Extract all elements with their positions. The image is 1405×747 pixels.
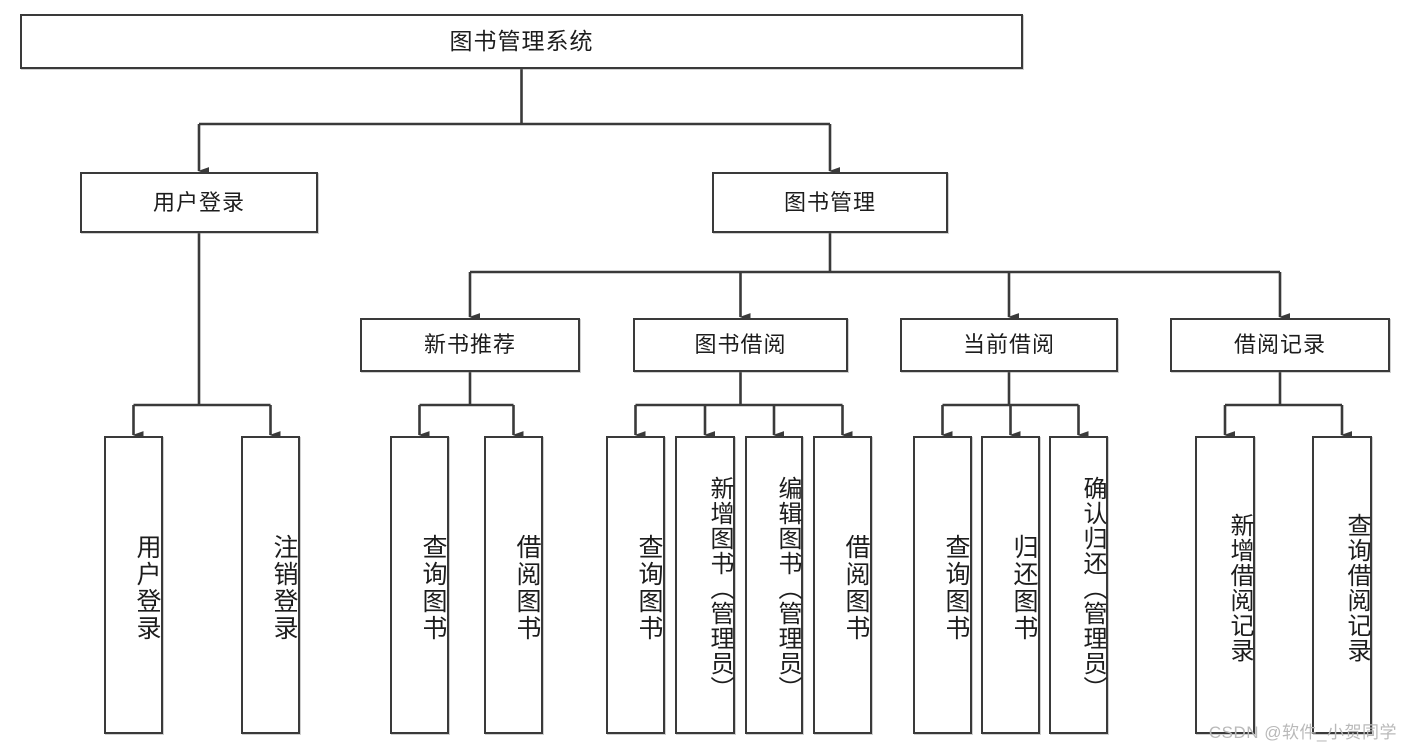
node-l-query2[interactable]: 查询图书 xyxy=(606,436,665,734)
node-label-l-query3: 查询图书 xyxy=(942,534,970,642)
node-records[interactable]: 借阅记录 xyxy=(1170,318,1390,372)
node-l-login[interactable]: 用户登录 xyxy=(104,436,163,734)
node-l-borrow1[interactable]: 借阅图书 xyxy=(484,436,543,734)
node-label-l-confirm: 确认归还（管理员） xyxy=(1079,475,1106,701)
node-label-newbook: 新书推荐 xyxy=(423,332,516,358)
node-l-return[interactable]: 归还图书 xyxy=(981,436,1040,734)
node-label-borrow: 图书借阅 xyxy=(694,332,787,358)
node-login[interactable]: 用户登录 xyxy=(80,172,318,233)
node-label-l-borrow1: 借阅图书 xyxy=(513,534,541,642)
node-label-records: 借阅记录 xyxy=(1233,332,1326,358)
node-newbook[interactable]: 新书推荐 xyxy=(360,318,580,372)
node-l-edit[interactable]: 编辑图书（管理员） xyxy=(745,436,803,734)
node-label-login: 用户登录 xyxy=(152,189,245,215)
node-label-root: 图书管理系统 xyxy=(449,27,594,54)
node-l-confirm[interactable]: 确认归还（管理员） xyxy=(1049,436,1108,734)
node-label-l-logout: 注销登录 xyxy=(270,534,298,642)
node-label-l-addrec: 新增借阅记录 xyxy=(1226,513,1253,663)
node-label-current: 当前借阅 xyxy=(962,332,1055,358)
node-root[interactable]: 图书管理系统 xyxy=(20,14,1023,69)
node-label-bookmgmt: 图书管理 xyxy=(783,189,876,215)
node-label-l-login: 用户登录 xyxy=(133,534,161,642)
node-l-query1[interactable]: 查询图书 xyxy=(390,436,449,734)
node-l-add[interactable]: 新增图书（管理员） xyxy=(675,436,735,734)
node-l-query3[interactable]: 查询图书 xyxy=(913,436,972,734)
node-label-l-borrow2: 借阅图书 xyxy=(842,534,870,642)
node-label-l-query1: 查询图书 xyxy=(419,534,447,642)
node-label-l-queryrec: 查询借阅记录 xyxy=(1343,513,1370,663)
node-label-l-query2: 查询图书 xyxy=(635,534,663,642)
node-l-addrec[interactable]: 新增借阅记录 xyxy=(1195,436,1255,734)
node-label-l-edit: 编辑图书（管理员） xyxy=(774,475,801,701)
node-label-l-add: 新增图书（管理员） xyxy=(706,475,733,701)
node-l-logout[interactable]: 注销登录 xyxy=(241,436,300,734)
node-label-l-return: 归还图书 xyxy=(1010,534,1038,642)
node-borrow[interactable]: 图书借阅 xyxy=(633,318,848,372)
node-l-queryrec[interactable]: 查询借阅记录 xyxy=(1312,436,1372,734)
node-l-borrow2[interactable]: 借阅图书 xyxy=(813,436,872,734)
node-bookmgmt[interactable]: 图书管理 xyxy=(712,172,948,233)
node-current[interactable]: 当前借阅 xyxy=(900,318,1118,372)
